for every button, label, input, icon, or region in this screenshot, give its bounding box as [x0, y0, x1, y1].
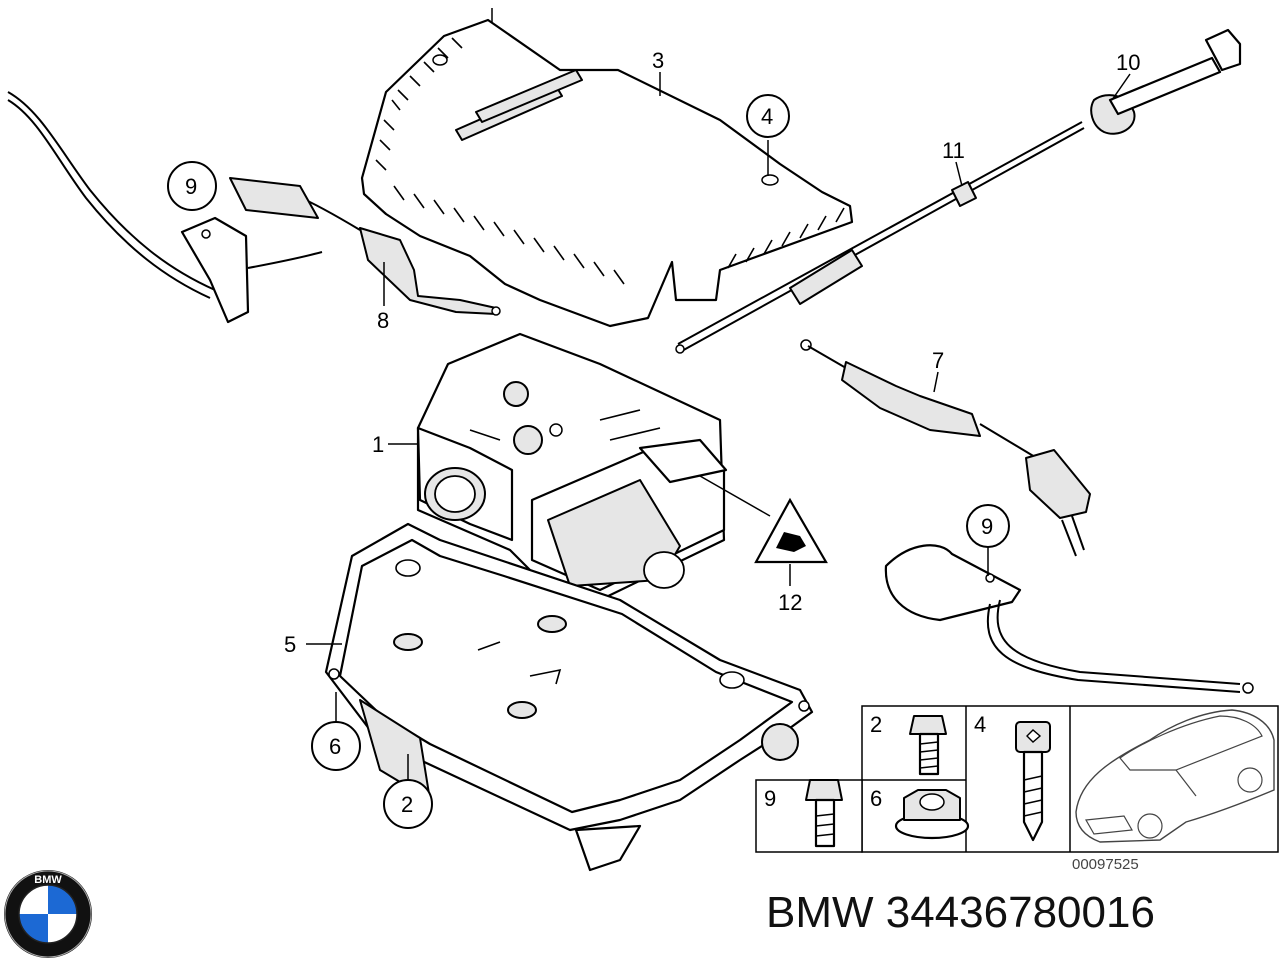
part-number-caption: BMW 34436780016: [766, 888, 1155, 937]
socket-cap-screw-icon: [1015, 721, 1051, 842]
callout-5: 5: [284, 632, 296, 657]
actuator-unit: [416, 332, 728, 602]
warning-label-triangle: [754, 497, 828, 564]
diagram-reference-number: 00097525: [1072, 856, 1139, 873]
bottom-tray: [324, 522, 814, 872]
left-upper-cable: [7, 91, 501, 324]
callout-6: 6: [329, 734, 341, 759]
callout-12: 12: [778, 590, 802, 615]
callouts: 1 3 4 10 11 9 8 7 9 12 5 6 2: [167, 48, 1140, 829]
leader-lines: [306, 8, 1131, 782]
hex-bolt-long-icon: [805, 779, 843, 848]
callout-4: 4: [761, 104, 773, 129]
bmw-roundel-icon: BMW: [4, 870, 92, 958]
right-upper-cable: [675, 28, 1242, 354]
callout-10: 10: [1116, 50, 1140, 75]
callout-9-right: 9: [981, 514, 993, 539]
callout-3: 3: [652, 48, 664, 73]
bmw-logo-text: BMW: [34, 874, 62, 886]
flange-nut-icon: [894, 789, 970, 840]
callout-1: 1: [372, 432, 384, 457]
callout-2: 2: [401, 792, 413, 817]
hex-bolt-short-icon: [909, 715, 947, 776]
callout-11: 11: [942, 138, 965, 163]
callout-8: 8: [377, 308, 389, 333]
inset-callout-2: 2: [870, 712, 882, 737]
housing-cover: [360, 18, 854, 328]
hardware-inset-table: 2 4 9 6: [755, 705, 1279, 853]
bmw-logo: BMW: [2, 868, 94, 965]
car-silhouette-icon: [1075, 709, 1275, 843]
callout-7: 7: [932, 348, 944, 373]
right-lower-cable: [800, 339, 1254, 694]
inset-callout-4: 4: [974, 712, 986, 737]
inset-callout-6: 6: [870, 786, 882, 811]
inset-callout-9: 9: [764, 786, 776, 811]
callout-9-left: 9: [185, 174, 197, 199]
